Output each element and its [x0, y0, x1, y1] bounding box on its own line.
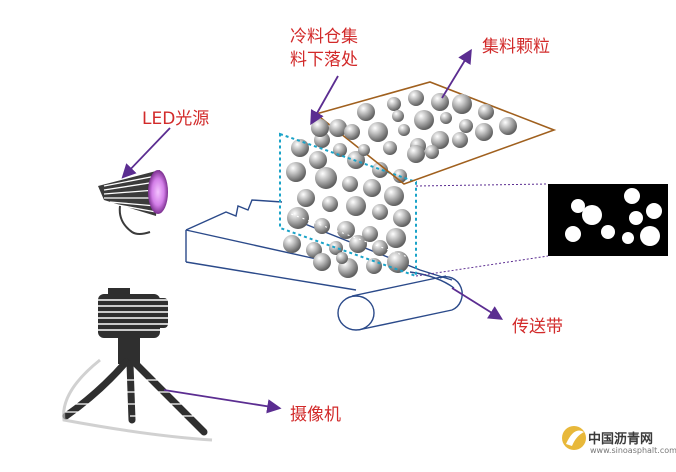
silo-drop-label-line2: 料下落处	[290, 50, 358, 70]
falling-aggregate-stream	[283, 132, 411, 278]
led-cable	[118, 205, 151, 235]
binary-image-panel	[548, 184, 668, 256]
logo-name: 中国沥青网	[588, 432, 654, 447]
scan-region	[279, 132, 417, 278]
link-line-top	[415, 183, 549, 187]
roller-left-cap	[337, 295, 375, 331]
aggregate-particles-label: 集料颗粒	[482, 37, 550, 57]
belt-bottom-edge	[185, 261, 357, 291]
roller-top-line	[351, 275, 447, 297]
led-glow	[148, 170, 168, 214]
led-arrow	[121, 127, 171, 179]
tripod-stripes	[56, 379, 206, 417]
silo-drop-label-line1: 冷料仓集	[290, 27, 358, 47]
conveyor-belt-label: 传送带	[512, 317, 563, 337]
tripod-shadow	[62, 358, 213, 442]
led-light	[98, 170, 168, 235]
belt-arrow	[451, 287, 504, 320]
logo-mark	[562, 426, 586, 450]
roller-bottom-line	[357, 309, 453, 331]
conveyor-belt	[185, 199, 463, 331]
link-line-bottom	[415, 255, 549, 277]
roller-right-cap	[439, 276, 463, 311]
led-light-label: LED光源	[142, 109, 210, 129]
aggregate-arrow	[441, 48, 472, 99]
aggregate-plane	[311, 81, 557, 185]
silo-arrow	[310, 75, 339, 126]
camera-label: 摄像机	[290, 405, 341, 425]
belt-far-edge	[185, 199, 283, 231]
belt-left-edge	[185, 229, 331, 263]
camera	[56, 288, 213, 442]
scan-line	[279, 209, 417, 261]
logo-url: www.sinoasphalt.com	[590, 446, 676, 455]
camera-arrow	[163, 389, 282, 414]
